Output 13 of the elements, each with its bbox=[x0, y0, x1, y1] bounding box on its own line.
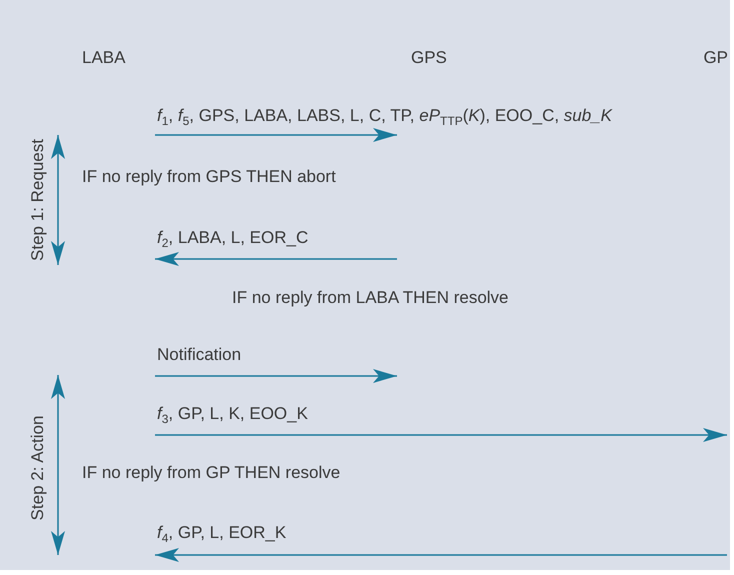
message-label: f$_{2}$, LABA, L, EOR_C bbox=[157, 228, 308, 248]
message-label: Notification bbox=[157, 345, 242, 365]
step-label: Step 2: Action bbox=[28, 416, 48, 520]
participant-label: GP bbox=[703, 48, 728, 68]
participant-label: LABA bbox=[82, 48, 126, 68]
message-label: f$_{3}$, GP, L, K, EOO_K bbox=[157, 404, 308, 424]
condition-note: IF no reply from LABA THEN resolve bbox=[232, 288, 509, 308]
message-label: f$_{1}$, f$_{5}$, GPS, LABA, LABS, L, C, TP, eP$_{TTP}$(K), EOO_C, sub_K bbox=[157, 106, 612, 126]
step-label: Step 1: Request bbox=[28, 139, 48, 261]
message-label: f$_{4}$, GP, L, EOR_K bbox=[157, 523, 286, 543]
condition-note: IF no reply from GP THEN resolve bbox=[82, 463, 340, 483]
condition-note: IF no reply from GPS THEN abort bbox=[82, 167, 336, 187]
participant-label: GPS bbox=[411, 48, 447, 68]
